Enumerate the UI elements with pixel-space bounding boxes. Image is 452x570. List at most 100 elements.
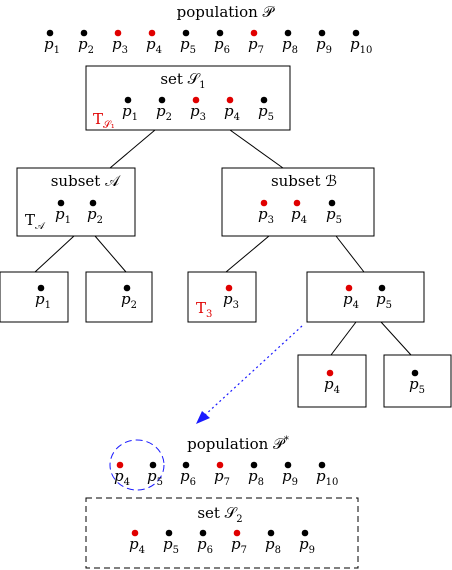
set-s1-tree-label: T𝒮₁ (93, 110, 115, 131)
set-s2-point-5-dot (165, 529, 173, 537)
set-s1-point-1-dot (124, 96, 132, 104)
set-s2-point-9-dot (301, 529, 309, 537)
population-point-9-label: p9 (316, 35, 332, 56)
edge-b-l45 (335, 235, 365, 273)
population-star-point-5-label: p5 (147, 467, 163, 488)
set-s1-point-4-dot (226, 96, 234, 104)
population-point-9-dot (318, 29, 326, 37)
population-title: population 𝒫 (177, 3, 276, 21)
population-point-1-label: p1 (44, 35, 60, 56)
subset-a-point-1-dot (57, 199, 65, 207)
leaf-b3-box (187, 271, 257, 323)
leaf-b5-point-label: p5 (409, 375, 425, 396)
set-s1-title: set 𝒮1 (160, 70, 205, 91)
arrow-head-icon (196, 411, 210, 424)
population-star-point-5-dot (149, 461, 157, 469)
leaf-a1-point-dot (37, 284, 45, 292)
subset-b-point-5-dot (328, 199, 336, 207)
population-star-point-8-dot (250, 461, 258, 469)
set-s2-point-7-dot (233, 529, 241, 537)
selection-circle (109, 439, 165, 491)
population-point-8-dot (284, 29, 292, 37)
population-point-4-dot (148, 29, 156, 37)
leaf-a2-box (85, 271, 153, 323)
leaf-b5-point-dot (411, 369, 419, 377)
set-s2-point-4-dot (131, 529, 139, 537)
leaf-b45-box (306, 271, 425, 323)
subset-b-point-4-dot (293, 199, 301, 207)
population-point-8-label: p8 (282, 35, 298, 56)
population-point-7-label: p7 (248, 35, 264, 56)
set-s1-point-4-label: p4 (224, 102, 240, 123)
population-point-7-dot (250, 29, 258, 37)
leaf-b45-point-5-label: p5 (376, 290, 392, 311)
set-s2-point-4-label: p4 (129, 535, 145, 556)
population-point-6-dot (216, 29, 224, 37)
population-point-10-dot (352, 29, 360, 37)
edge-b45-b4 (330, 321, 357, 356)
subset-b-point-5-label: p5 (326, 205, 342, 226)
subset-b-point-3-dot (260, 199, 268, 207)
edge-b-l3 (225, 235, 270, 273)
set-s1-point-3-dot (192, 96, 200, 104)
leaf-b3-point-dot (225, 284, 233, 292)
set-s2-title: set 𝒮2 (197, 504, 242, 525)
set-s1-point-2-label: p2 (156, 102, 172, 123)
population-star-point-9-label: p9 (282, 467, 298, 488)
leaf-a1-box (0, 271, 69, 323)
population-point-2-label: p2 (78, 35, 94, 56)
leaf-a2-point-label: p2 (121, 290, 137, 311)
population-star-point-10-label: p10 (316, 467, 338, 488)
leaf-b3-point-label: p3 (223, 290, 239, 311)
population-point-5-dot (182, 29, 190, 37)
subset-b-box (221, 167, 375, 237)
leaf-a2-point-dot (123, 284, 131, 292)
leaf-b45-point-4-label: p4 (343, 290, 359, 311)
set-s2-point-9-label: p9 (299, 535, 315, 556)
edge-b45-b5 (380, 321, 412, 356)
population-point-4-label: p4 (146, 35, 162, 56)
leaf-b4-box (297, 354, 367, 408)
population-star-point-4-label: p4 (114, 467, 130, 488)
subset-a-tree-label: T𝒜 (25, 211, 46, 232)
set-s1-point-1-label: p1 (122, 102, 138, 123)
set-s2-point-8-label: p8 (265, 535, 281, 556)
set-s1-point-5-label: p5 (258, 102, 274, 123)
population-star-point-7-label: p7 (214, 467, 230, 488)
subset-b-title: subset ℬ (271, 172, 337, 190)
set-s1-point-5-dot (260, 96, 268, 104)
population-point-3-label: p3 (112, 35, 128, 56)
subset-b-point-4-label: p4 (291, 205, 307, 226)
population-star-point-9-dot (284, 461, 292, 469)
population-star-point-6-dot (182, 461, 190, 469)
leaf-b4-point-dot (326, 369, 334, 377)
population-point-1-dot (46, 29, 54, 37)
subset-a-point-2-label: p2 (87, 205, 103, 226)
population-point-3-dot (114, 29, 122, 37)
set-s2-point-7-label: p7 (231, 535, 247, 556)
set-s2-point-6-dot (199, 529, 207, 537)
set-s2-point-8-dot (267, 529, 275, 537)
set-s1-point-2-dot (158, 96, 166, 104)
edge-s1-a (109, 129, 156, 169)
population-point-2-dot (80, 29, 88, 37)
edge-a-l2 (94, 235, 127, 273)
population-star-title: population 𝒫* (187, 435, 289, 453)
edge-s1-b (229, 129, 284, 169)
population-point-5-label: p5 (180, 35, 196, 56)
set-s1-point-3-label: p3 (190, 102, 206, 123)
leaf-b5-box (383, 354, 452, 408)
set-s1-box (85, 65, 291, 131)
set-s2-point-6-label: p6 (197, 535, 213, 556)
leaf-b4-point-label: p4 (324, 375, 340, 396)
population-point-6-label: p6 (214, 35, 230, 56)
population-star-point-8-label: p8 (248, 467, 264, 488)
set-s2-box (85, 497, 359, 569)
population-star-point-4-dot (116, 461, 124, 469)
subset-b-point-3-label: p3 (258, 205, 274, 226)
population-point-10-label: p10 (350, 35, 372, 56)
leaf-b3-tree-label: T3 (196, 299, 212, 320)
leaf-b45-point-5-dot (378, 284, 386, 292)
population-star-point-10-dot (318, 461, 326, 469)
